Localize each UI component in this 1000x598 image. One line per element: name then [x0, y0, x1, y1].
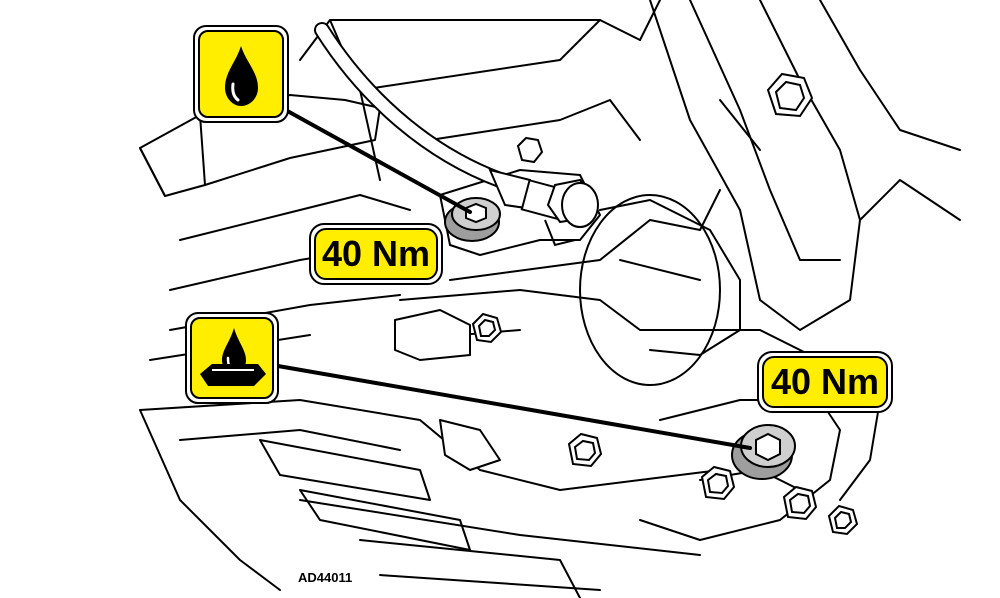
leader-lines: [276, 106, 752, 450]
breather-hose: [314, 22, 508, 188]
hex-bolt: [766, 72, 814, 118]
torque-badge-drain-plug: 40 Nm: [757, 351, 893, 413]
hose-fitting: [488, 168, 599, 247]
hex-bolt: [782, 485, 818, 521]
oil-drain-badge: [185, 312, 279, 404]
hex-bolt: [827, 504, 859, 536]
hex-bolt: [471, 312, 503, 344]
leader-line-fill-plug: [280, 106, 472, 214]
fill-plug: [444, 197, 501, 242]
hex-bolts: [471, 72, 859, 536]
figure-reference-code: AD44011: [298, 570, 352, 585]
hex-bolt: [567, 432, 603, 468]
oil-drain-pan-icon: [200, 328, 266, 386]
torque-label-fill-plug: 40 Nm: [322, 233, 430, 274]
torque-badge-fill-plug: 40 Nm: [309, 223, 443, 285]
oil-drop-badge: [193, 25, 289, 123]
torque-label-drain-plug: 40 Nm: [771, 361, 879, 402]
leader-line-drain-plug: [276, 364, 752, 450]
drain-plug: [731, 424, 796, 480]
hex-bolt: [516, 136, 544, 164]
hex-bolt: [700, 465, 736, 501]
callout-drain-plug: 40 Nm: [185, 312, 893, 413]
callout-fill-plug: 40 Nm: [193, 25, 443, 285]
